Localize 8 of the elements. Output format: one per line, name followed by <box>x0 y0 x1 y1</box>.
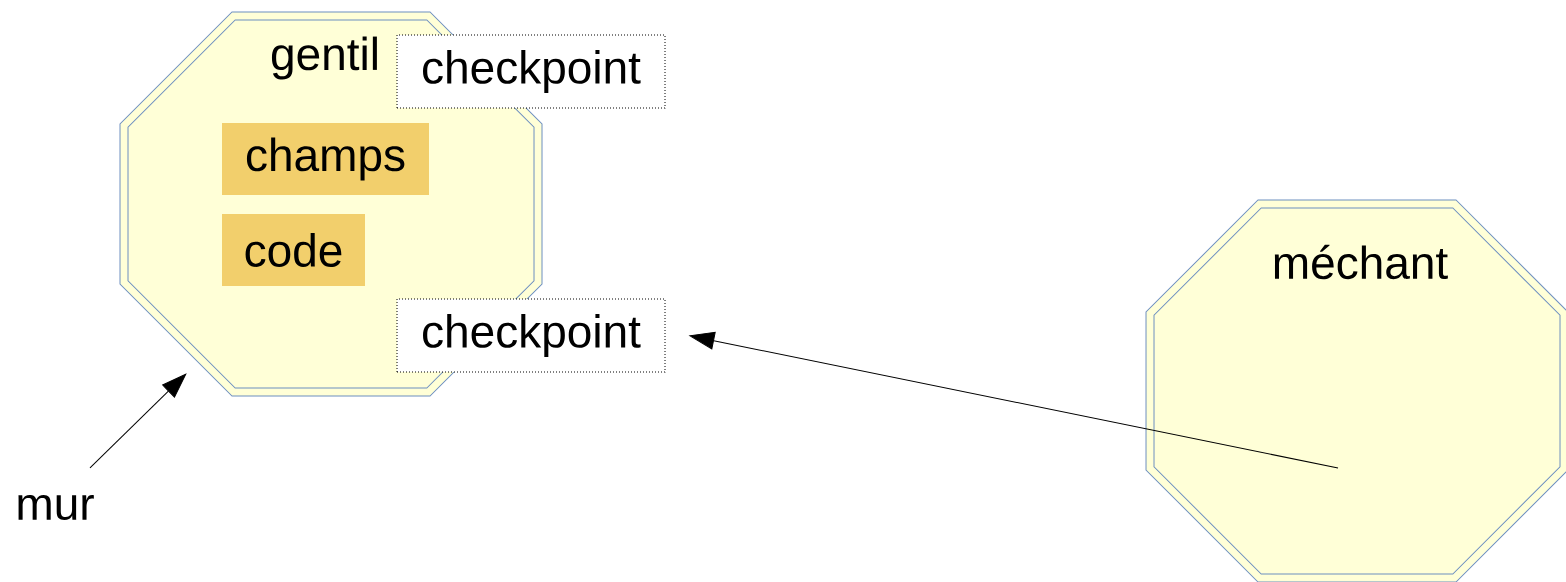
filled-box: code <box>222 214 365 286</box>
arrow <box>689 331 1339 469</box>
octagon: méchant <box>1145 199 1566 582</box>
dotted-box: checkpoint <box>396 34 666 109</box>
label-text: mur <box>18 494 94 521</box>
dotted-box: checkpoint <box>396 298 666 373</box>
filled-box: champs <box>222 123 429 195</box>
arrow <box>89 373 187 469</box>
